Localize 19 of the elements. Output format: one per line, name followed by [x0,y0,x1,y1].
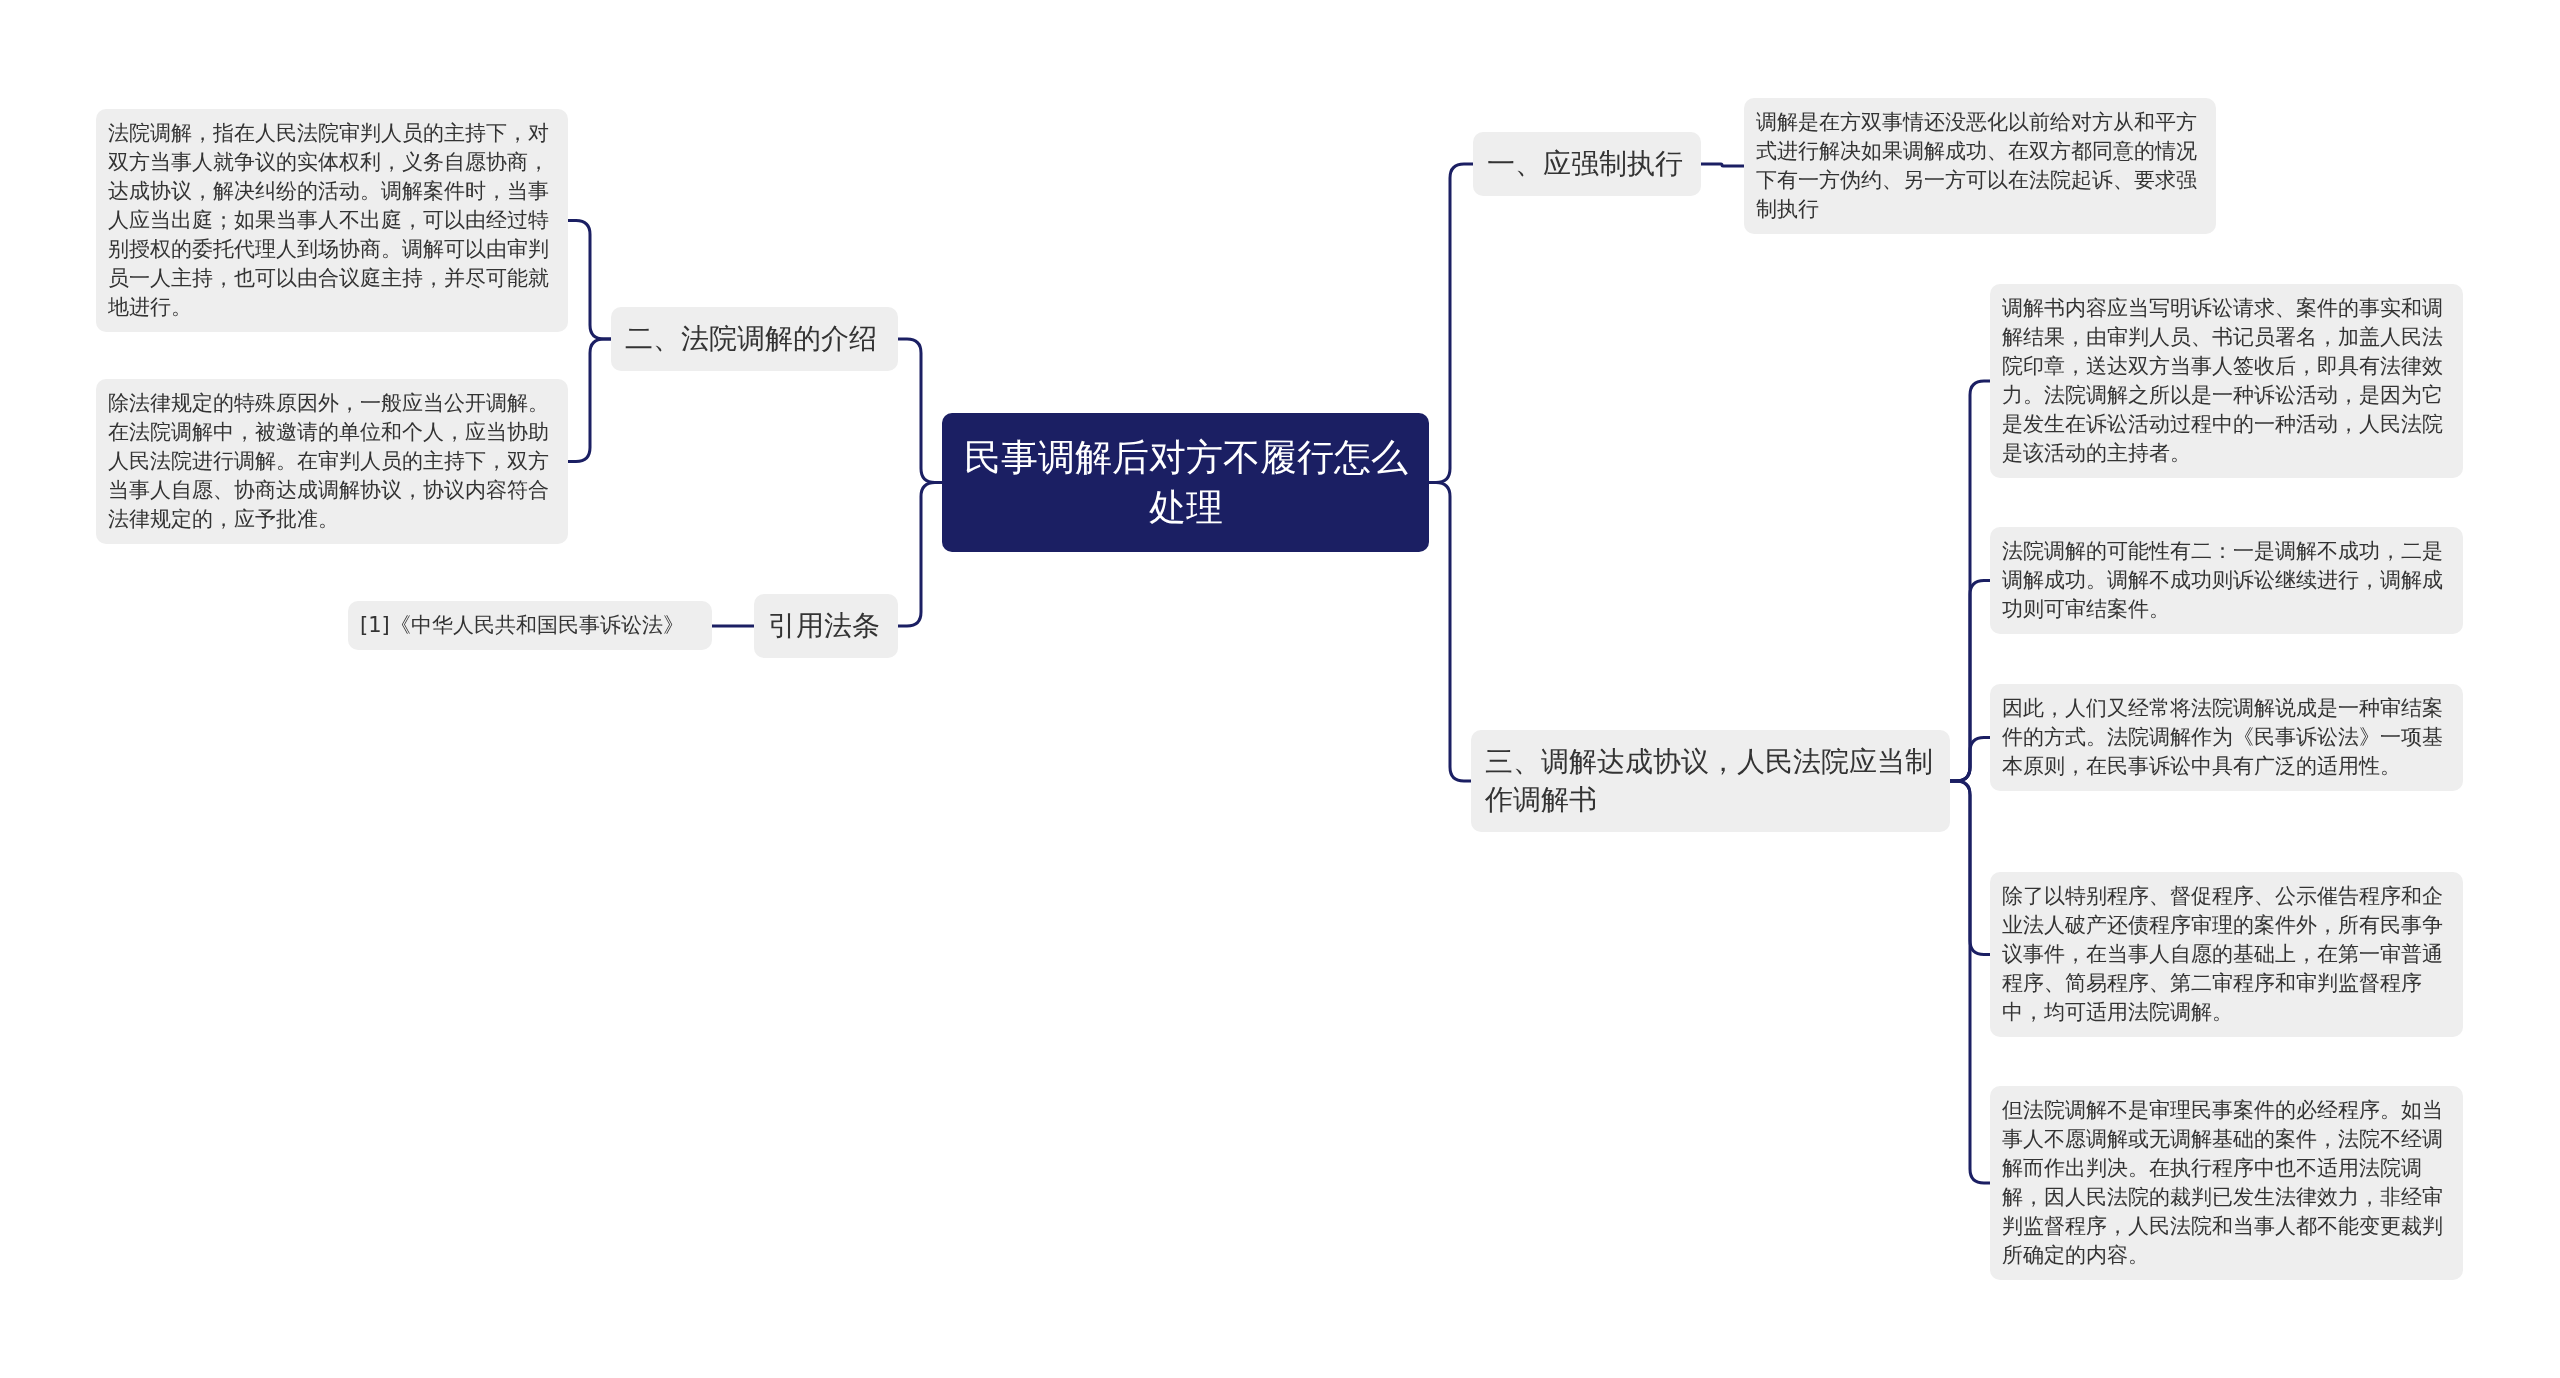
note-box: 除了以特别程序、督促程序、公示催告程序和企业法人破产还债程序审理的案件外，所有民事争议事件，在当事人自愿的基础上，在第一审普通程序、简易程序、第二审程序和审判监督程序中，均可适用法院调解。 [1990,872,2463,1037]
note-box: 因此，人们又经常将法院调解说成是一种审结案件的方式。法院调解作为《民事诉讼法》一项基本原则，在民事诉讼中具有广泛的适用性。 [1990,684,2463,791]
connector-line [712,624,754,628]
topic-box: 二、法院调解的介绍 [611,307,898,371]
central-topic-box: 民事调解后对方不履行怎么处理 [942,413,1429,552]
note-box: [1]《中华人民共和国民事诉讼法》 [348,601,712,650]
connector-line [1701,162,1744,168]
connector-line [1429,481,1471,783]
note-box: 法院调解，指在人民法院审判人员的主持下，对双方当事人就争议的实体权利，义务自愿协商，达成协议，解决纠纷的活动。调解案件时，当事人应当出庭；如果当事人不出庭，可以由经过特别授权的委托代理人到场协商。调解可以由审判员一人主持，也可以由合议庭主持，并尽可能就地进行。 [96,109,568,332]
connector-line [898,481,942,628]
note-box: 法院调解的可能性有二：一是调解不成功，二是调解成功。调解不成功则诉讼继续进行，调解成功则可审结案件。 [1990,527,2463,634]
topic-box: 一、应强制执行 [1473,132,1701,196]
connector-line [568,337,611,463]
topic-box: 三、调解达成协议，人民法院应当制作调解书 [1471,730,1950,832]
note-box: 调解是在方双事情还没恶化以前给对方从和平方式进行解决如果调解成功、在双方都同意的情况下有一方伪约、另一方可以在法院起诉、要求强制执行 [1744,98,2216,234]
topic-box: 引用法条 [754,594,898,658]
note-box: 调解书内容应当写明诉讼请求、案件的事实和调解结果，由审判人员、书记员署名，加盖人民法院印章，送达双方当事人签收后，即具有法律效力。法院调解之所以是一种诉讼活动，是因为它是发生在诉讼活动过程中的一种活动，人民法院是该活动的主持者。 [1990,284,2463,478]
note-box: 除法律规定的特殊原因外，一般应当公开调解。在法院调解中，被邀请的单位和个人，应当协助人民法院进行调解。在审判人员的主持下，双方当事人自愿、协商达成调解协议，协议内容符合法律规定的，应予批准。 [96,379,568,544]
note-box: 但法院调解不是审理民事案件的必经程序。如当事人不愿调解或无调解基础的案件，法院不经调解而作出判决。在执行程序中也不适用法院调解，因人民法院的裁判已发生法律效力，非经审判监督程序，人民法院和当事人都不能变更裁判所确定的内容。 [1990,1086,2463,1280]
